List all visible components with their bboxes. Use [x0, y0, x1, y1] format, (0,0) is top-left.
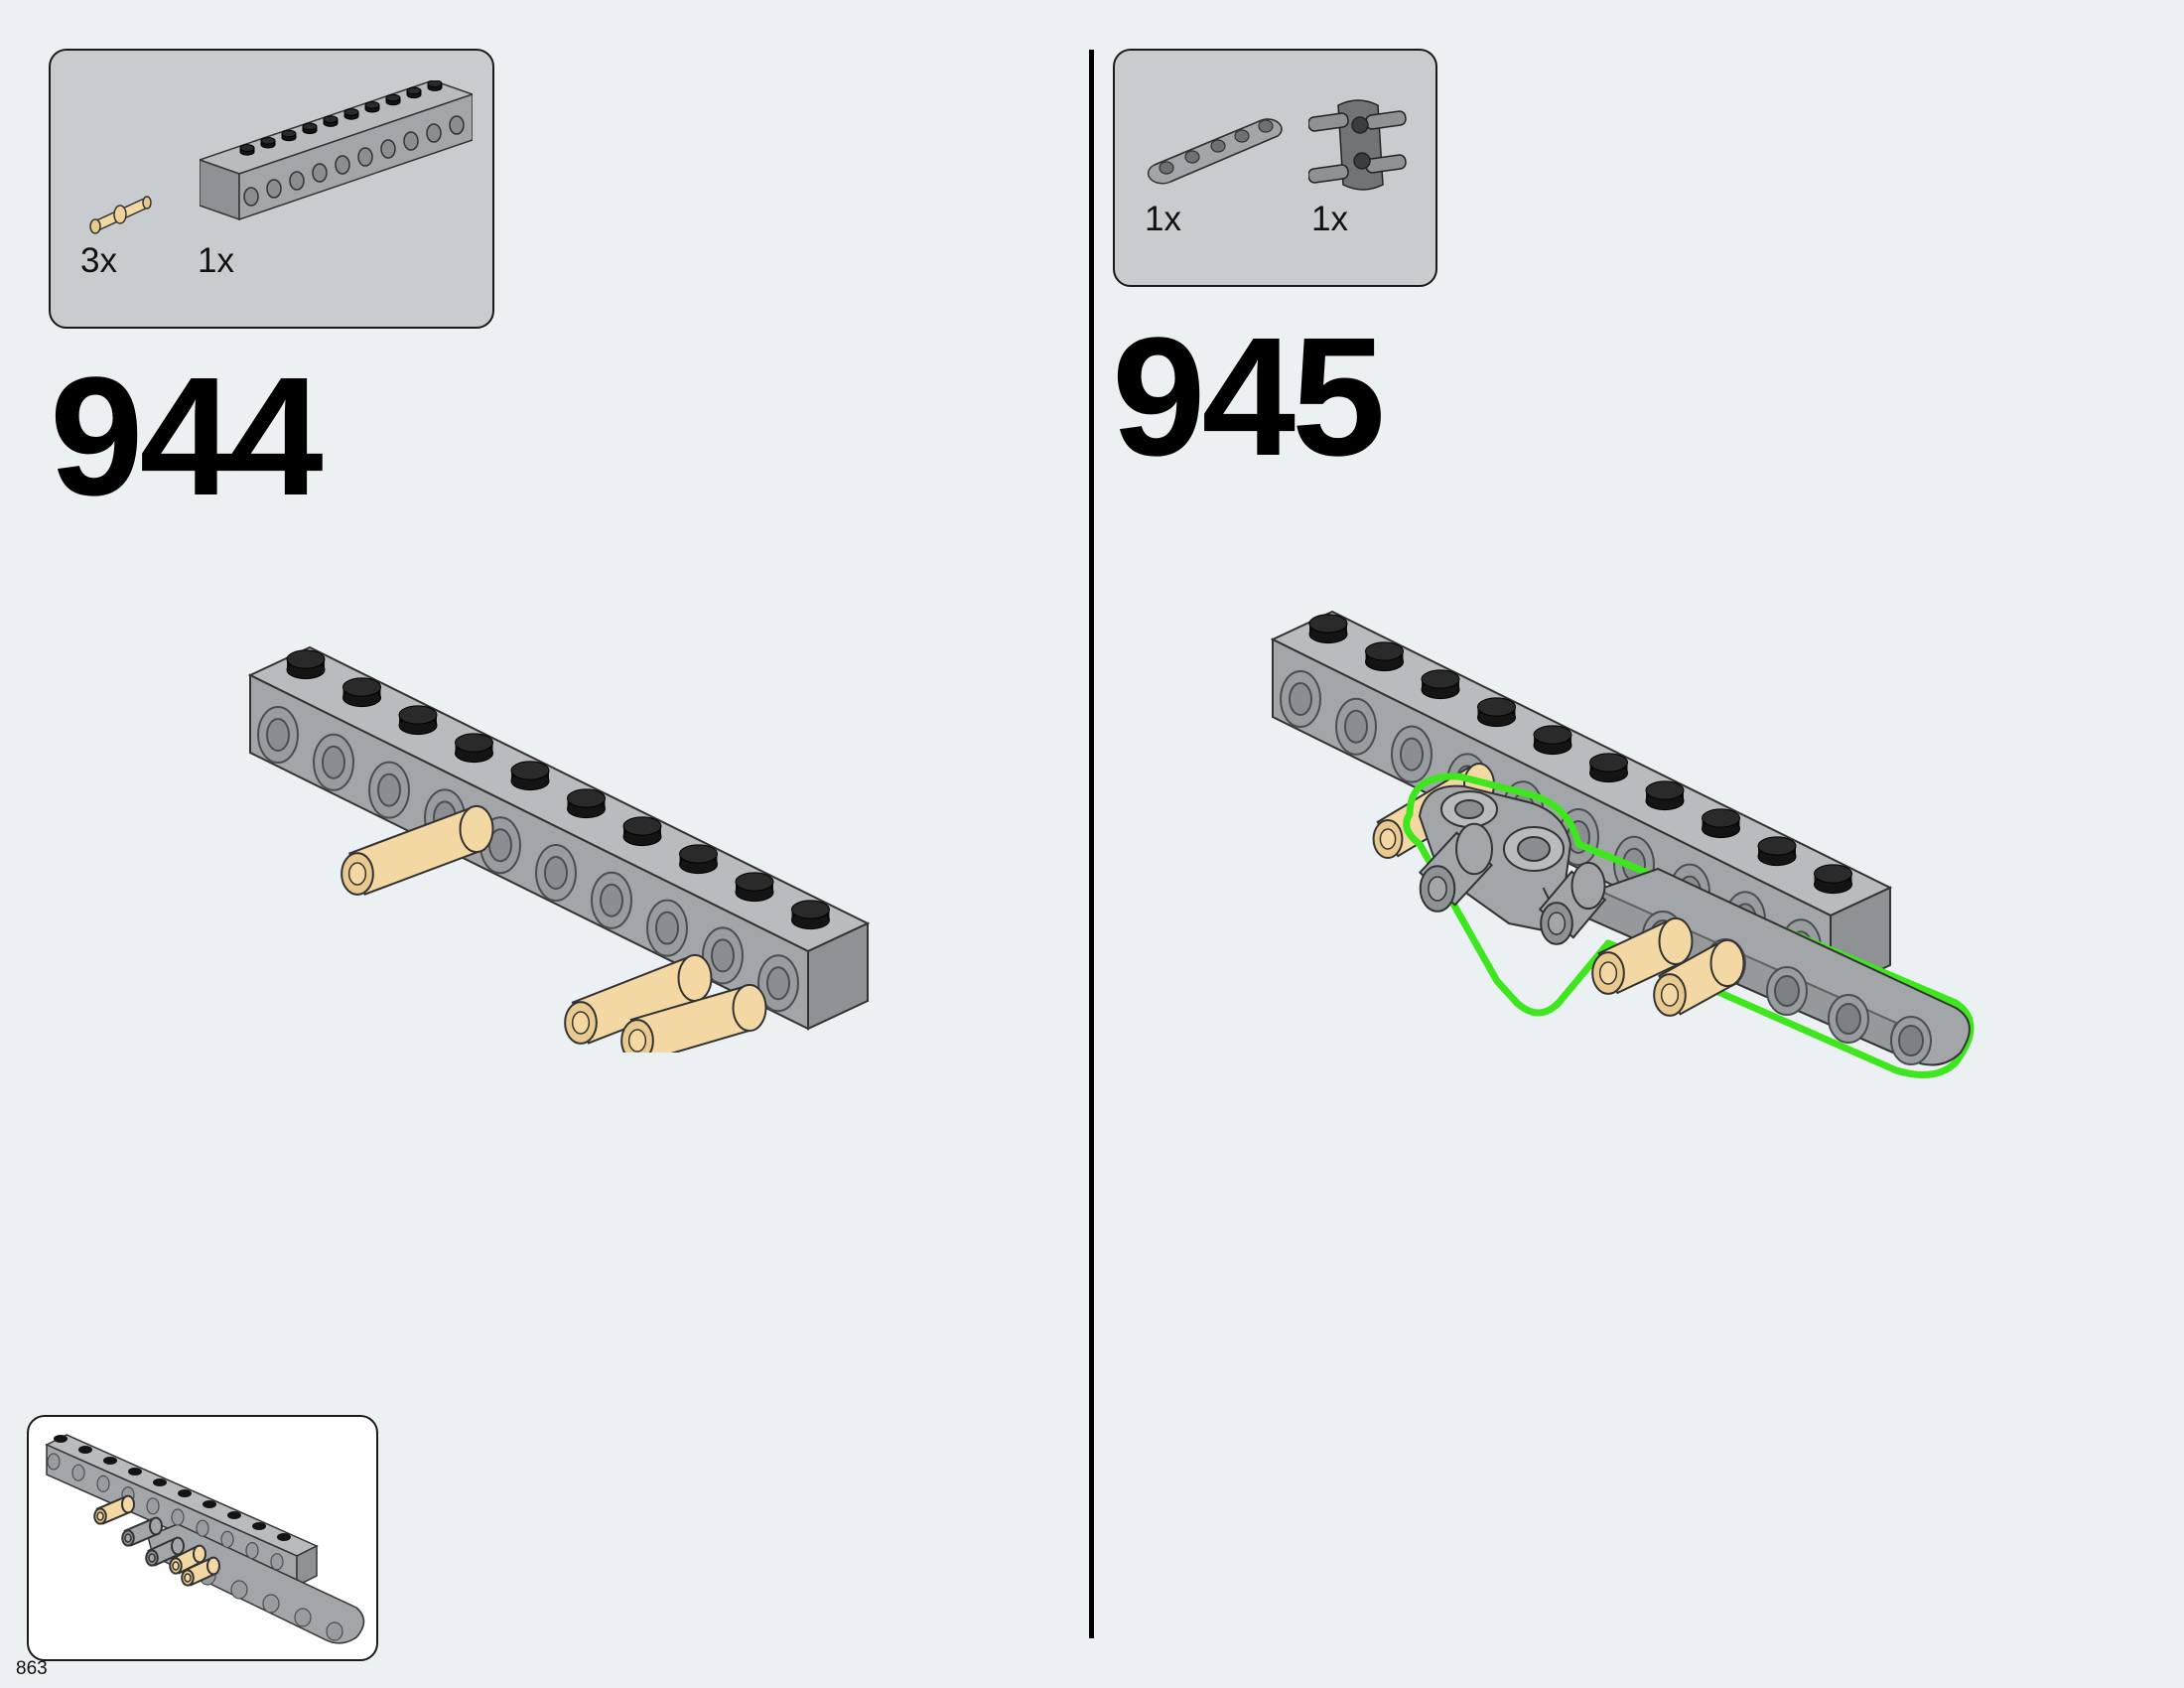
- submodel-preview-illustration: [45, 1434, 365, 1644]
- page-number: 863: [16, 1658, 48, 1679]
- tan-connector-pin-icon: [89, 196, 152, 234]
- step-divider: [1089, 50, 1094, 1638]
- submodel-preview: [27, 1415, 378, 1661]
- step-945-assembly-illustration: [1270, 610, 1975, 1078]
- new-parts-highlight: [1403, 773, 1975, 1078]
- step-number: 944: [50, 343, 324, 531]
- step-944-assembly-illustration: [247, 645, 871, 1053]
- part-quantity: 3x: [80, 241, 117, 280]
- part-quantity: 1x: [1311, 200, 1348, 238]
- parts-list-step-945: 1x 1x: [1113, 49, 1437, 287]
- part-quantity: 1x: [1145, 200, 1181, 238]
- gray-technic-brick-1x10-icon: [200, 80, 473, 221]
- step-number: 945: [1112, 303, 1386, 492]
- gray-pin-connector-block-icon: [1308, 99, 1407, 191]
- gray-technic-beam-5-icon: [1147, 118, 1283, 185]
- parts-list-step-944: 3x 1x: [49, 49, 494, 329]
- part-quantity: 1x: [198, 241, 234, 280]
